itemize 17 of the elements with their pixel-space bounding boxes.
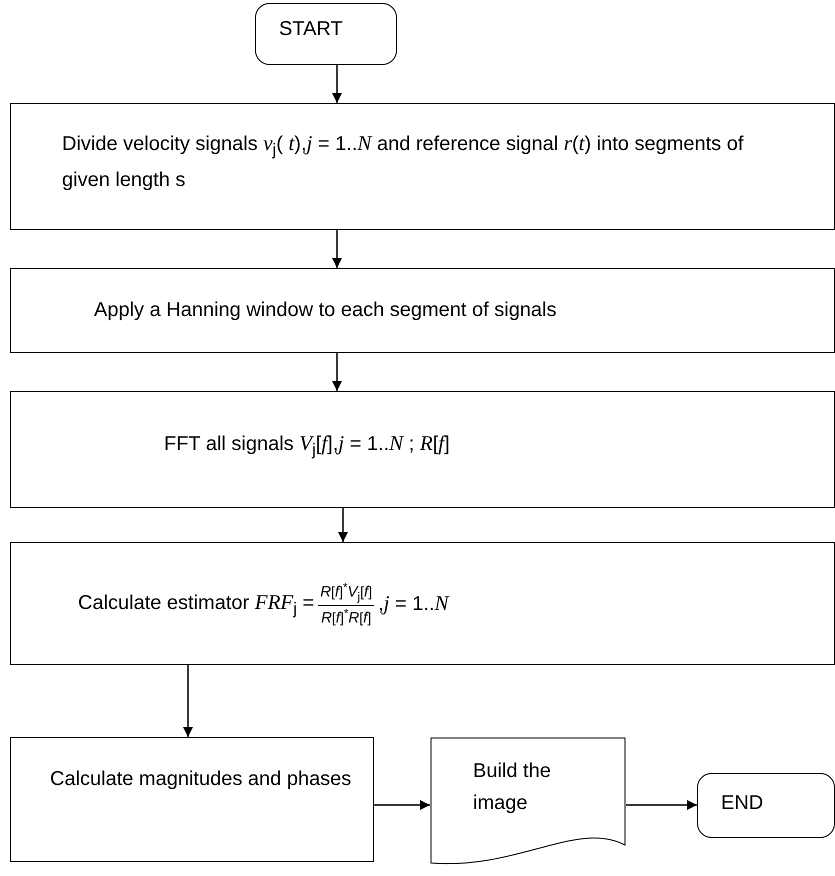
arrow bbox=[338, 508, 348, 542]
terminal-label: START bbox=[279, 17, 344, 42]
arrow bbox=[332, 65, 342, 103]
step-text: Divide velocity signals v$_{j}$( t),j = 1..N and reference signal r(t) into segments of given length s bbox=[62, 130, 744, 193]
arrow bbox=[183, 665, 193, 737]
step-text: Apply a Hanning window to each segment of signals bbox=[94, 298, 558, 323]
step-text: Build the image bbox=[473, 759, 552, 816]
arrow bbox=[374, 800, 430, 810]
arrow bbox=[626, 800, 697, 810]
step-text: Calculate magnitudes and phases bbox=[50, 767, 352, 792]
step-text: Calculate estimator FRF$_{j}$ = bbox=[78, 588, 314, 620]
arrow bbox=[332, 353, 342, 391]
step-text: ,j = 1..N bbox=[378, 590, 449, 618]
terminal-label: END bbox=[721, 791, 764, 816]
step-text: FFT all signals V$_{j}$[f],j = 1..N ; R[f] bbox=[164, 430, 451, 461]
fraction: R[f]$^{*}$V$_{j}$[f] R[f]$^{*}$R[f] bbox=[318, 580, 374, 628]
arrow bbox=[332, 230, 342, 268]
